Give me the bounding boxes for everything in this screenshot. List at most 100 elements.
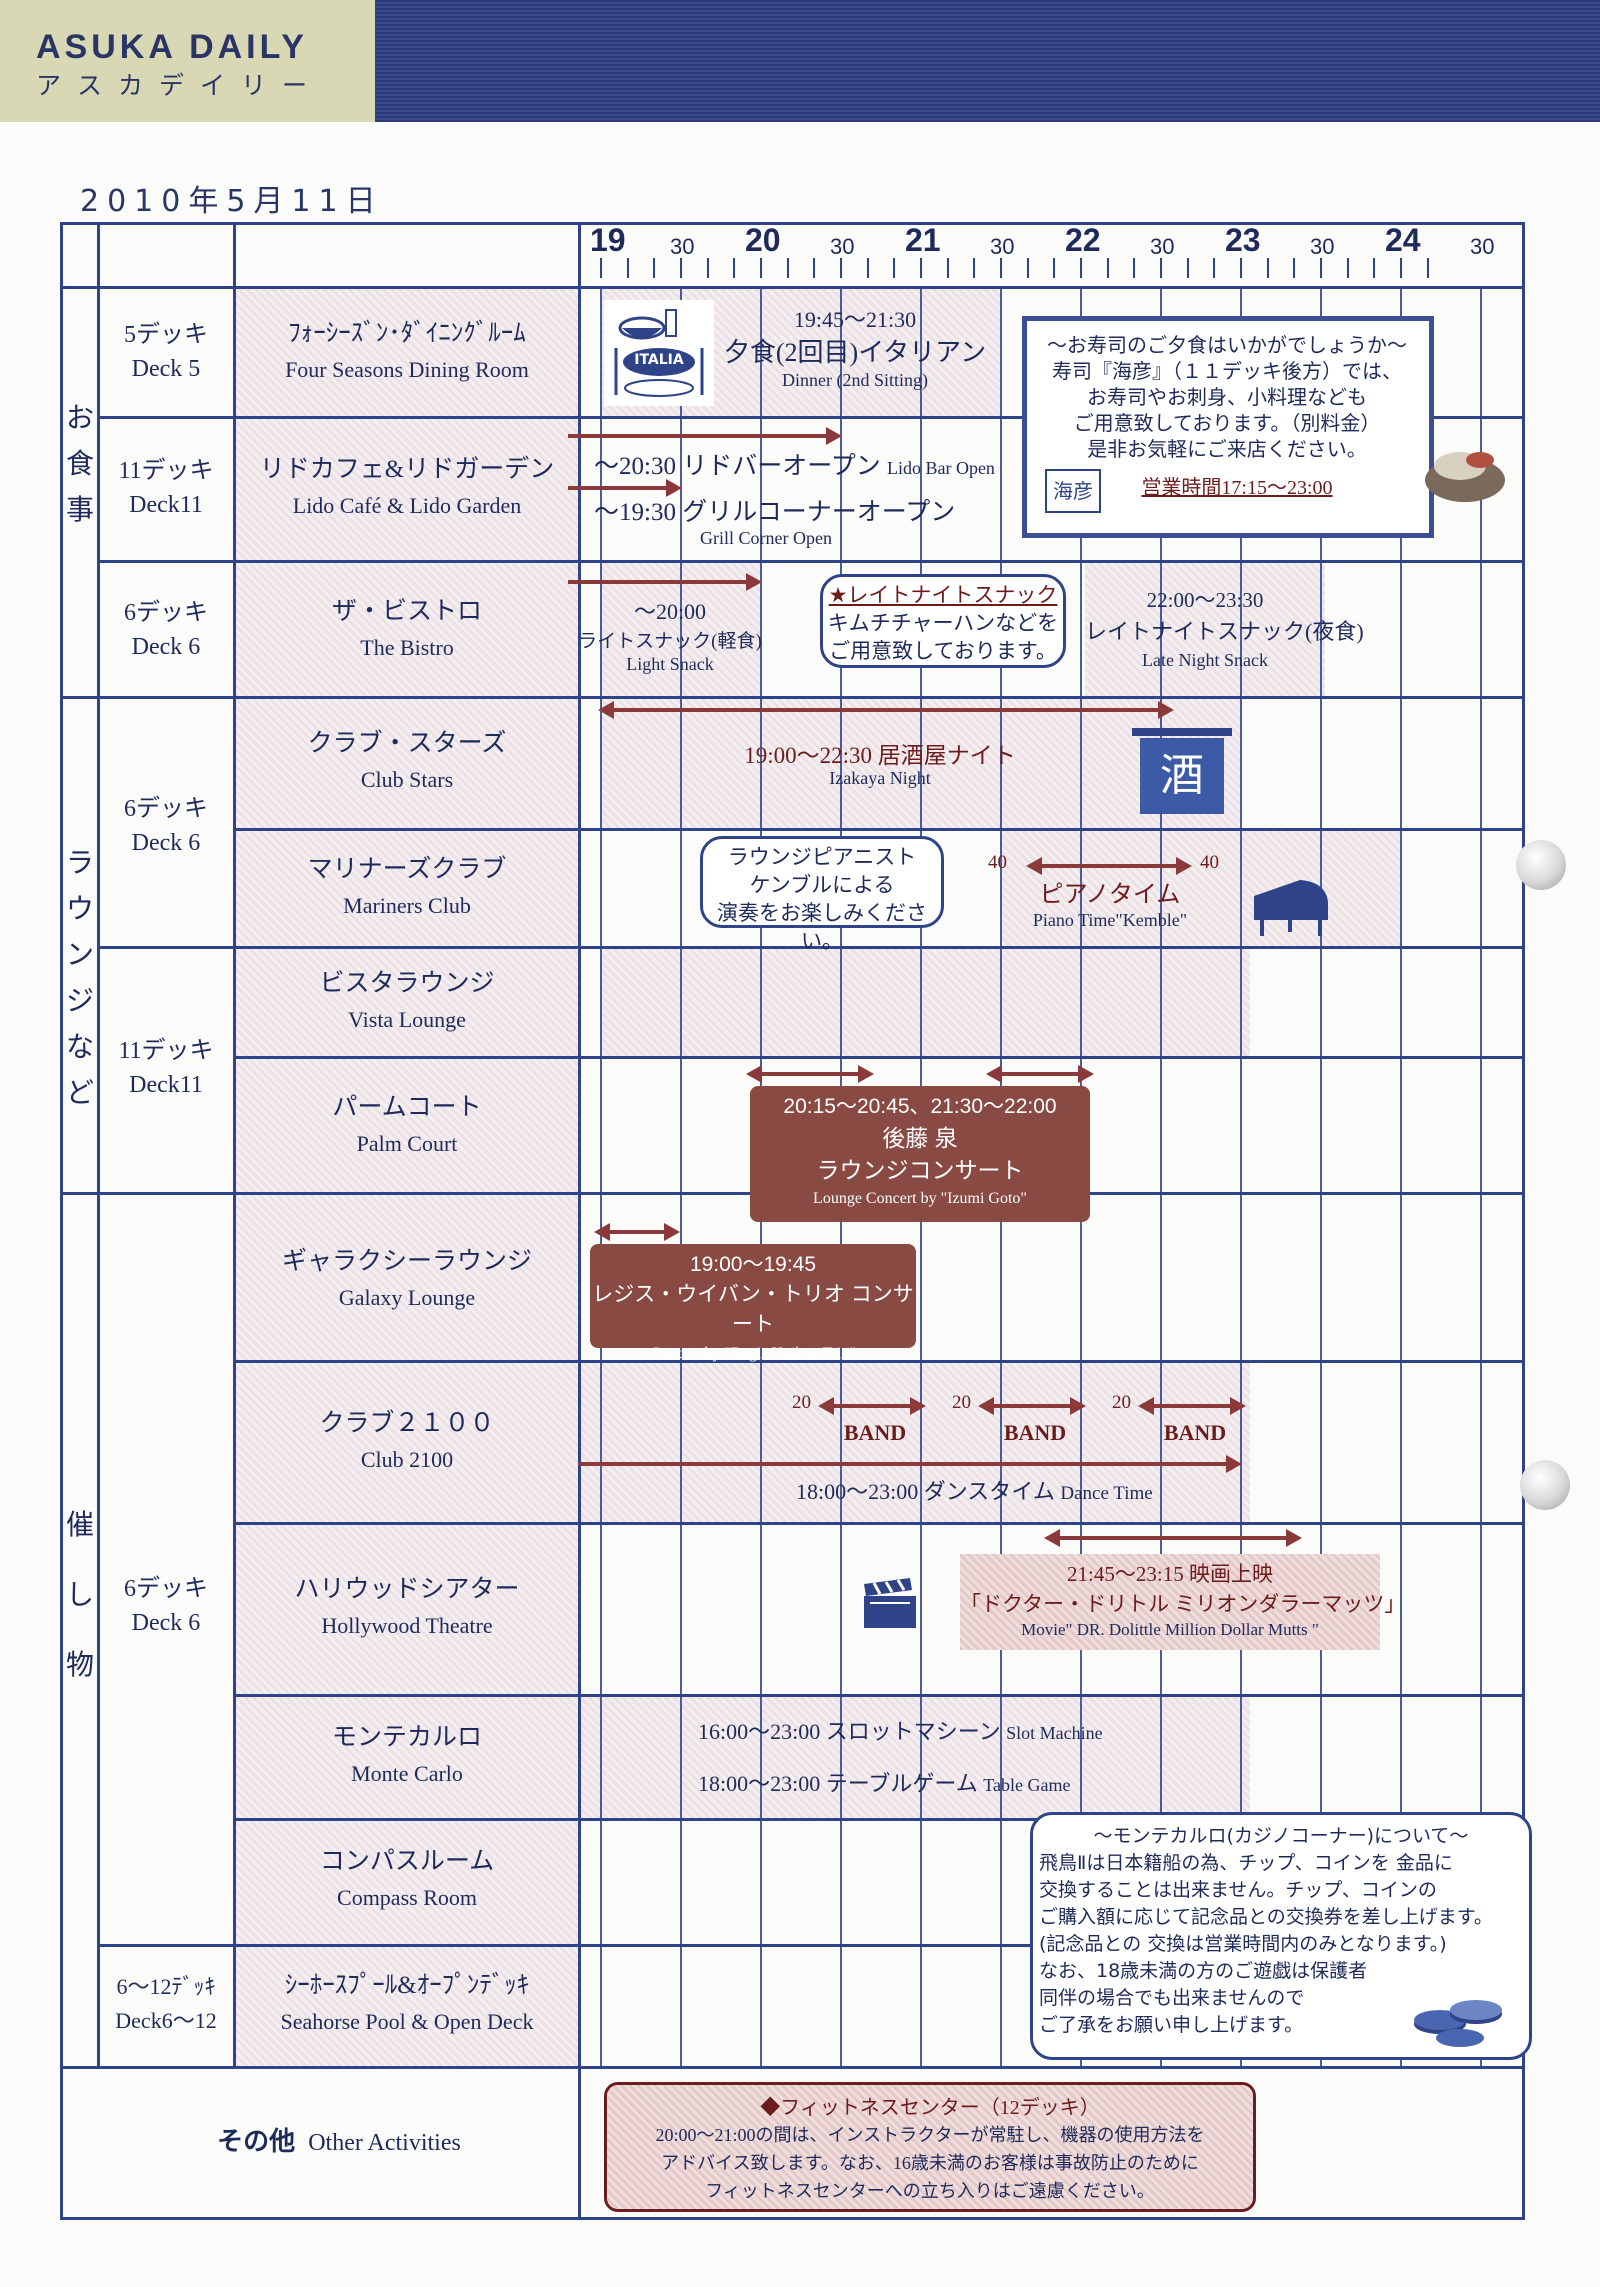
dinner-time: 19:45～21:30 bbox=[793, 307, 917, 332]
sake-banner-icon: 酒 bbox=[1132, 728, 1232, 818]
time-tick bbox=[1160, 258, 1162, 278]
piano-shade bbox=[1000, 828, 1400, 946]
goto-arrow-2 bbox=[986, 1065, 1094, 1083]
late-snack-subtitle: Late Night Snack bbox=[1142, 650, 1268, 670]
sushi-line: ご用意致しております。（別料金） bbox=[1073, 413, 1381, 435]
band-label: BAND bbox=[1163, 1420, 1227, 1445]
time-tick bbox=[1080, 258, 1082, 278]
vista-shade bbox=[600, 946, 1250, 1056]
row-shade bbox=[236, 946, 578, 1056]
band-label: BAND bbox=[843, 1420, 907, 1445]
movie-time: 21:45～23:15 映画上映 bbox=[1067, 1562, 1273, 1586]
grill-arrow bbox=[568, 479, 682, 497]
grand-piano-icon bbox=[1254, 880, 1328, 936]
time-tick bbox=[680, 258, 682, 278]
time-tick bbox=[707, 258, 709, 278]
fitness-notice: ◆フィットネスセンター（12デッキ） 20:00～21:00の間は、インストラク… bbox=[604, 2082, 1256, 2212]
hour-label: 19 bbox=[590, 222, 626, 258]
dance-arrow bbox=[578, 1455, 1242, 1473]
time-tick bbox=[1347, 258, 1349, 278]
category-dining: お食事 bbox=[65, 401, 94, 526]
binder-hole bbox=[1516, 840, 1566, 890]
piano-end: 40 bbox=[1200, 852, 1219, 873]
row-shade bbox=[236, 416, 578, 560]
sushi-line: 寿司『海彦』（１１デッキ後方）では、 bbox=[1052, 361, 1402, 383]
lido-bar-arrow bbox=[568, 427, 842, 445]
movie-title: 「ドクター・ドリトル ミリオンダラーマッツ」 bbox=[960, 1592, 1406, 1616]
light-snack-subtitle: Light Snack bbox=[626, 654, 714, 674]
half-label: 30 bbox=[1150, 234, 1175, 259]
time-tick bbox=[1027, 258, 1029, 278]
grill-text: ～19:30 グリルコーナーオープン bbox=[594, 499, 956, 526]
row-shade bbox=[236, 696, 578, 828]
schedule-date: 2010年5月11日 bbox=[80, 184, 384, 219]
movie-arrow bbox=[1044, 1529, 1302, 1547]
band-start: 20 bbox=[952, 1392, 971, 1413]
time-tick bbox=[1267, 258, 1269, 278]
dinner-title: 夕食(2回目)イタリアン bbox=[723, 338, 987, 367]
hour-label: 24 bbox=[1385, 222, 1421, 258]
half-label: 30 bbox=[1310, 234, 1335, 259]
hour-label: 23 bbox=[1225, 222, 1261, 258]
time-tick bbox=[840, 258, 842, 278]
half-label: 30 bbox=[670, 234, 695, 259]
time-tick bbox=[1293, 258, 1295, 278]
time-tick bbox=[760, 258, 762, 278]
half-label: 30 bbox=[830, 234, 855, 259]
brand-banner bbox=[0, 0, 375, 122]
brand-stripe bbox=[375, 0, 1600, 122]
time-tick bbox=[920, 258, 922, 278]
piano-arrow bbox=[1026, 857, 1192, 875]
time-tick bbox=[867, 258, 869, 278]
time-tick bbox=[947, 258, 949, 278]
sushi-hours: 営業時間17:15～23:00 bbox=[1141, 477, 1333, 499]
row-shade bbox=[236, 286, 578, 416]
time-tick bbox=[1400, 258, 1402, 278]
brand-title: ASUKA DAILY bbox=[36, 28, 308, 66]
binder-hole bbox=[1520, 1460, 1570, 1510]
band-label: BAND bbox=[1003, 1420, 1067, 1445]
time-tick bbox=[733, 258, 735, 278]
time-tick bbox=[893, 258, 895, 278]
category-lounge: ラウンジなど bbox=[65, 846, 94, 1109]
row-shade bbox=[236, 1360, 578, 1522]
sushi-line: ～お寿司のご夕食はいかがでしょうか～ bbox=[1047, 335, 1407, 357]
piano-bubble: ラウンジピアニスト ケンブルによる 演奏をお楽しみください。 bbox=[700, 836, 944, 953]
piano-title: ピアノタイム bbox=[1039, 882, 1181, 908]
club2100-shade bbox=[580, 1360, 1250, 1522]
time-tick bbox=[1427, 258, 1429, 278]
schedule-table bbox=[60, 222, 1525, 2220]
time-tick bbox=[600, 258, 602, 278]
time-tick bbox=[653, 258, 655, 278]
light-snack-title: ライトスナック(軽食) bbox=[578, 631, 762, 652]
row-shade bbox=[236, 1944, 578, 2066]
row-shade bbox=[236, 560, 578, 696]
movie-subtitle: Movie" DR. Dolittle Million Dollar Mutts… bbox=[1021, 1620, 1319, 1639]
piano-start: 40 bbox=[988, 852, 1007, 873]
clapperboard-icon bbox=[864, 1578, 916, 1628]
dining-utensils-icon bbox=[614, 309, 704, 397]
dance-text: 18:00～23:00 ダンスタイム Dance Time bbox=[796, 1479, 1153, 1504]
band-start: 20 bbox=[792, 1392, 811, 1413]
category-events: 催し物 bbox=[65, 1508, 94, 1681]
band-start: 20 bbox=[1112, 1392, 1131, 1413]
sushi-line: 是非お気軽にご来店ください。 bbox=[1087, 439, 1367, 461]
light-snack-arrow bbox=[568, 573, 762, 591]
time-tick bbox=[1107, 258, 1109, 278]
time-tick bbox=[1240, 258, 1242, 278]
row-shade bbox=[236, 1056, 578, 1192]
band-arrow bbox=[1138, 1397, 1246, 1415]
sushi-logo: 海彦 bbox=[1045, 469, 1101, 513]
half-label: 30 bbox=[1470, 234, 1495, 259]
row-shade bbox=[236, 1818, 578, 1944]
